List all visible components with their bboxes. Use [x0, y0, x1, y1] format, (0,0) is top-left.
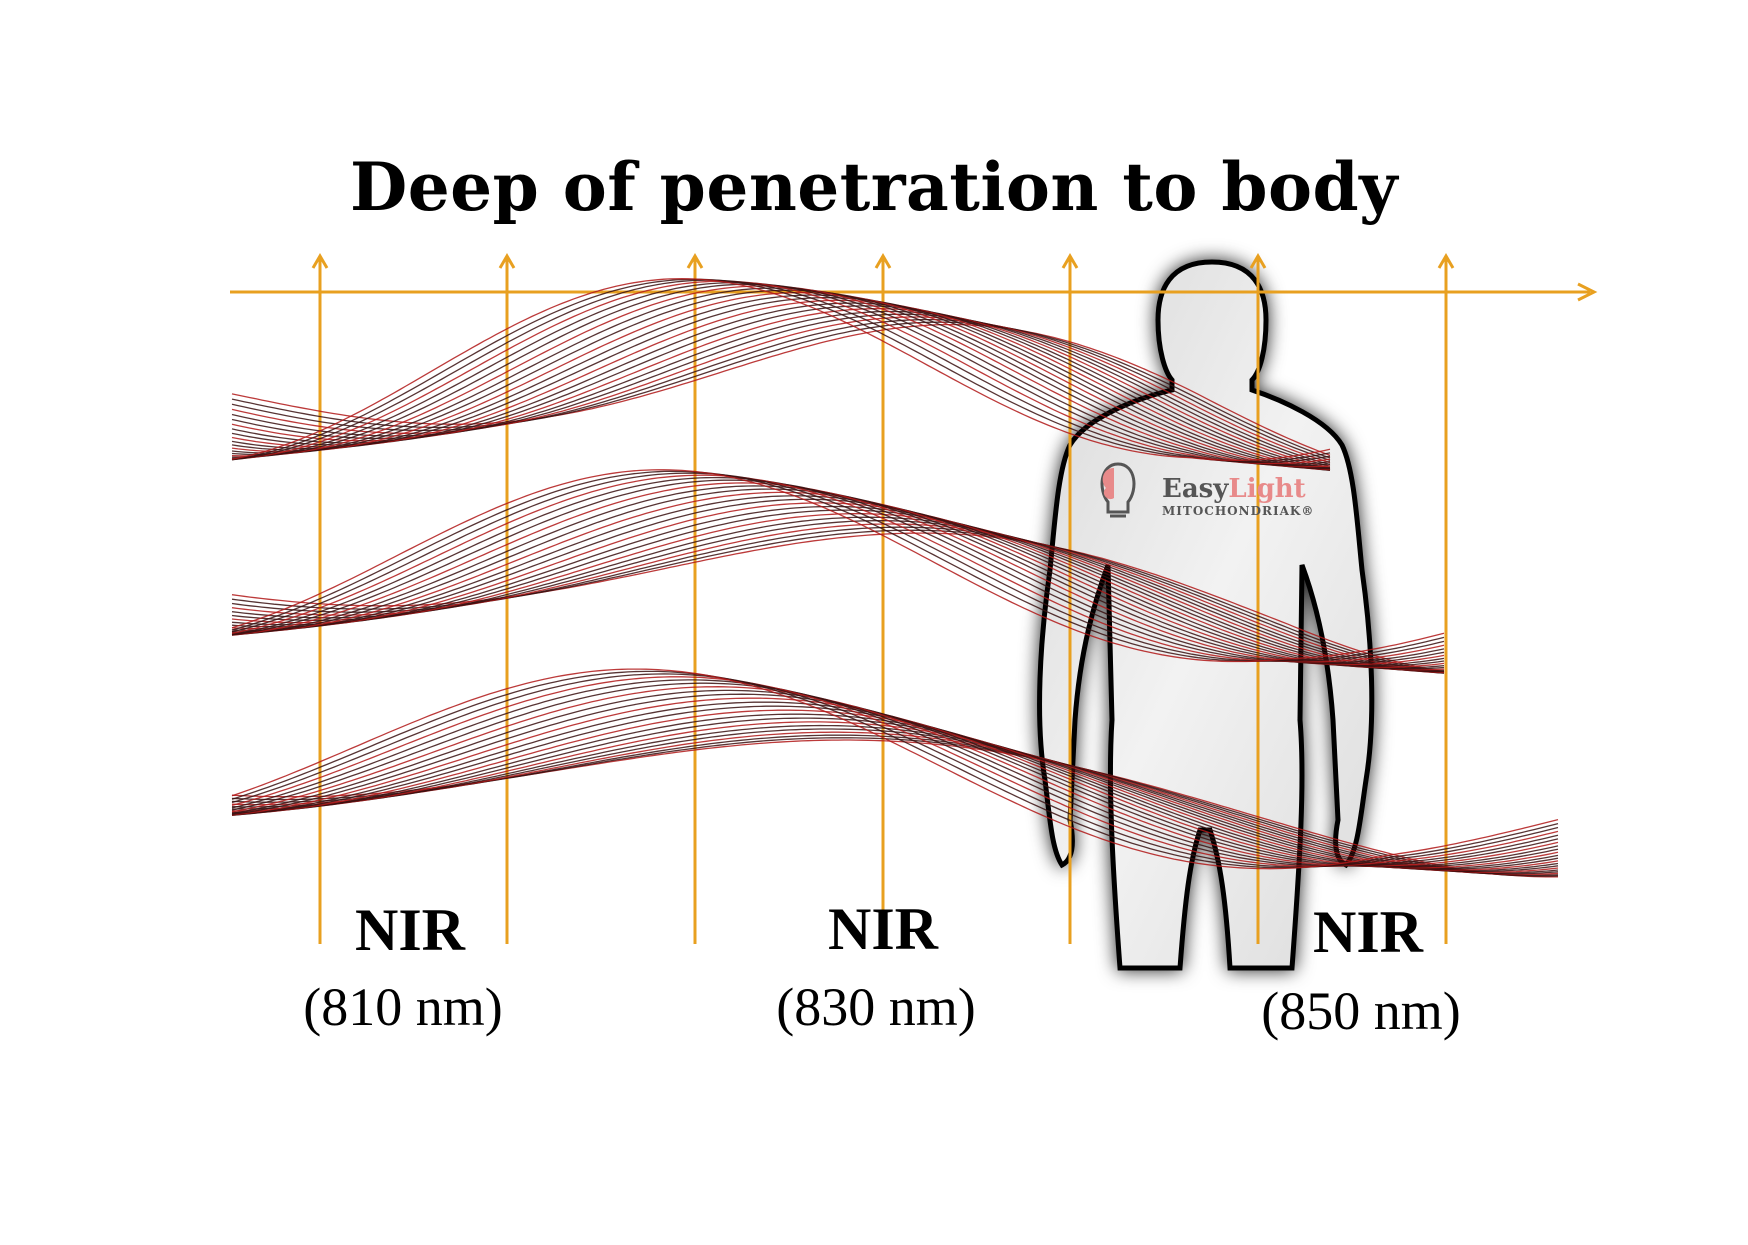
band-label-850: NIR	[1312, 899, 1423, 965]
wave-line	[231, 482, 1445, 666]
wave-line	[231, 472, 1445, 662]
wave-line	[232, 721, 1559, 873]
logo-subtitle: MITOCHONDRIAK®	[1162, 504, 1315, 518]
axis-layer	[230, 253, 1598, 944]
wave-line	[231, 509, 1444, 673]
wave-line	[231, 302, 1331, 471]
wave-line	[231, 278, 1331, 461]
band-label-830: NIR	[827, 896, 938, 962]
wave-line	[231, 296, 1331, 471]
vertical-guide-arrowhead-1	[311, 253, 329, 269]
vertical-guide-arrowhead-7	[1437, 253, 1455, 269]
wave-line	[231, 505, 1445, 672]
vertical-guide-arrowhead-4	[874, 253, 892, 269]
wave-line	[231, 289, 1330, 470]
band-label-810: NIR	[354, 897, 465, 963]
wave-line	[231, 299, 1331, 471]
wave-line	[231, 469, 1445, 663]
wave-layer	[231, 278, 1559, 878]
brain-shape	[1102, 468, 1114, 500]
wavelength-label-830: (830 nm)	[776, 977, 976, 1037]
wave-line	[231, 294, 1331, 471]
logo-name: EasyLight	[1162, 474, 1306, 504]
wave-line	[231, 673, 1559, 868]
vertical-guide-arrowhead-3	[686, 253, 704, 269]
wave-line	[231, 474, 1445, 663]
wave-line	[231, 279, 1331, 464]
wave-line	[231, 321, 1331, 459]
wavelength-label-850: (850 nm)	[1261, 981, 1461, 1041]
wavelength-label-810: (810 nm)	[303, 977, 503, 1037]
wave-line	[231, 713, 1559, 872]
horizontal-axis-arrowhead	[1577, 282, 1598, 302]
wave-line	[231, 502, 1445, 671]
page-title: Deep of penetration to body	[349, 148, 1399, 226]
vertical-guide-arrowhead-5	[1061, 253, 1079, 269]
wave-line	[231, 281, 1331, 466]
wave-line	[232, 724, 1559, 874]
wave-line	[231, 323, 1331, 456]
wave-line	[231, 291, 1331, 471]
logo-name-part1: Easy	[1162, 474, 1229, 504]
wave-bundle-2	[231, 469, 1445, 674]
bulb-outline	[1100, 462, 1136, 514]
wave-line	[231, 479, 1445, 665]
wave-line	[231, 670, 1559, 869]
wave-bundle-1	[231, 278, 1331, 471]
wave-line	[231, 287, 1331, 469]
wave-line	[231, 278, 1331, 463]
vertical-guide-arrowhead-6	[1249, 253, 1267, 269]
logo-name-part2: Light	[1228, 474, 1306, 504]
vertical-guide-arrowhead-2	[498, 253, 516, 269]
wave-line	[231, 280, 1331, 465]
wave-line	[231, 668, 1559, 870]
wave-bundle-3	[231, 668, 1559, 878]
wave-line	[231, 709, 1559, 871]
brain-bulb-icon	[1100, 462, 1136, 518]
wave-line	[231, 476, 1445, 664]
